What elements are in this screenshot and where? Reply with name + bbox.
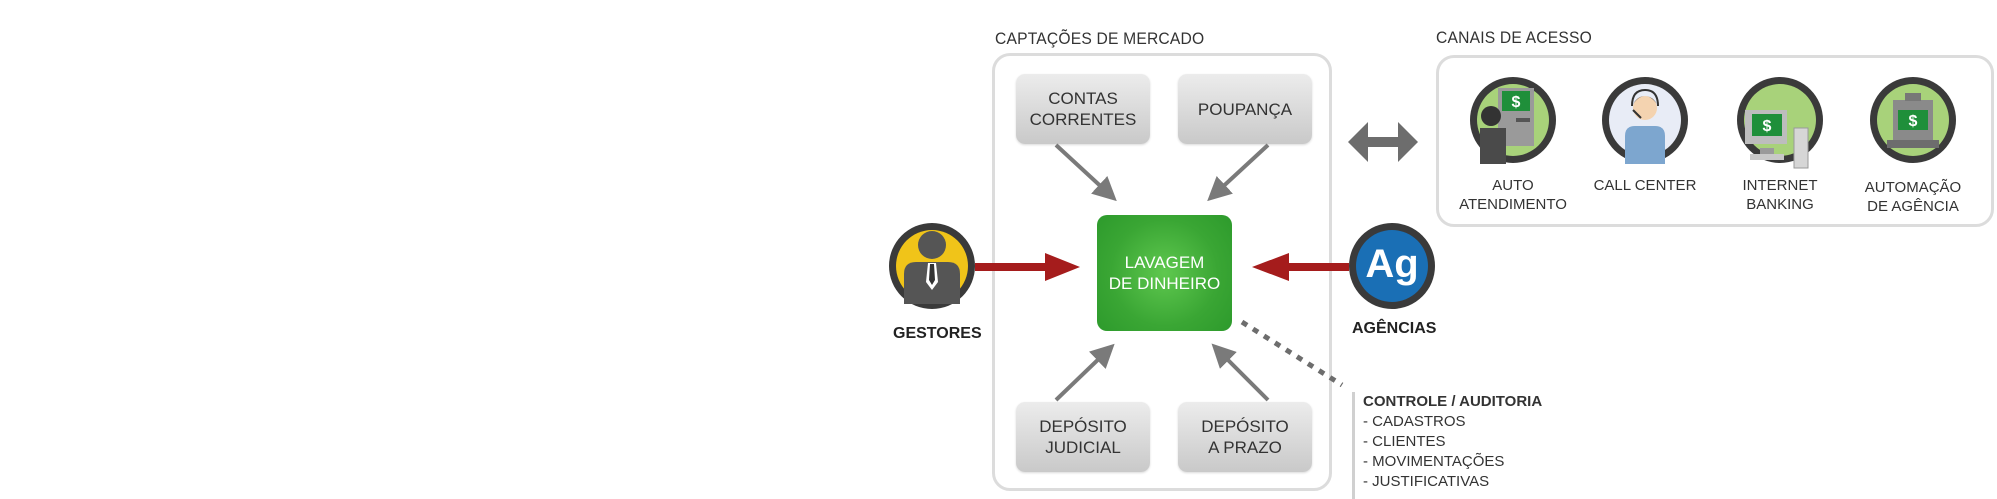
arrow-managers-to-center	[975, 253, 1080, 281]
call-center-agent-icon	[1602, 77, 1688, 164]
arrow-checking-to-center	[1054, 143, 1117, 202]
svg-text:$: $	[1512, 94, 1521, 111]
channel-label-call-center: CALL CENTER	[1593, 177, 1697, 194]
arrow-term-to-center	[1211, 343, 1270, 402]
double-arrow-icon	[1348, 122, 1418, 162]
audit-panel: CONTROLE / AUDITORIA - CADASTROS - CLIEN…	[1352, 392, 1542, 499]
savings-box: POUPANÇA	[1178, 74, 1312, 144]
money-laundering-box: LAVAGEM DE DINHEIRO	[1097, 215, 1232, 331]
audit-title: CONTROLE / AUDITORIA	[1363, 393, 1543, 410]
audit-item: - CLIENTES	[1363, 433, 1446, 450]
arrow-savings-to-center	[1207, 143, 1270, 202]
agencies-logo-icon	[1349, 223, 1435, 309]
agencies-label: AGÊNCIAS	[1352, 320, 1437, 337]
channel-label-self-service: AUTO ATENDIMENTO	[1459, 177, 1567, 213]
channel-label-internet-banking: INTERNET BANKING	[1742, 177, 1818, 213]
audit-item: - CADASTROS	[1363, 413, 1466, 430]
svg-text:$: $	[1909, 113, 1918, 130]
market-section-title: CAPTAÇÕES DE MERCADO	[995, 29, 1205, 48]
manager-person-icon	[889, 223, 975, 309]
self-service-atm-icon: $	[1470, 77, 1556, 164]
audit-item: - JUSTIFICATIVAS	[1363, 473, 1490, 490]
audit-dotted-connector	[1240, 319, 1344, 388]
svg-text:$: $	[1763, 118, 1772, 135]
internet-banking-computer-icon: $	[1737, 77, 1823, 169]
branch-automation-machine-icon: $	[1870, 77, 1956, 163]
arrow-judicial-to-center	[1054, 343, 1115, 402]
checking-accounts-box: CONTAS CORRENTES	[1016, 74, 1150, 144]
channel-label-branch-automation: AUTOMAÇÃO DE AGÊNCIA	[1864, 179, 1962, 215]
judicial-deposit-box: DEPÓSITO JUDICIAL	[1016, 402, 1150, 472]
agencies-logo-text: Ag	[1365, 242, 1419, 286]
arrow-agencies-to-center	[1252, 253, 1349, 281]
audit-item: - MOVIMENTAÇÕES	[1363, 453, 1505, 470]
term-deposit-box: DEPÓSITO A PRAZO	[1178, 402, 1312, 472]
managers-label: GESTORES	[893, 325, 982, 342]
channels-section-title: CANAIS DE ACESSO	[1436, 28, 1592, 47]
